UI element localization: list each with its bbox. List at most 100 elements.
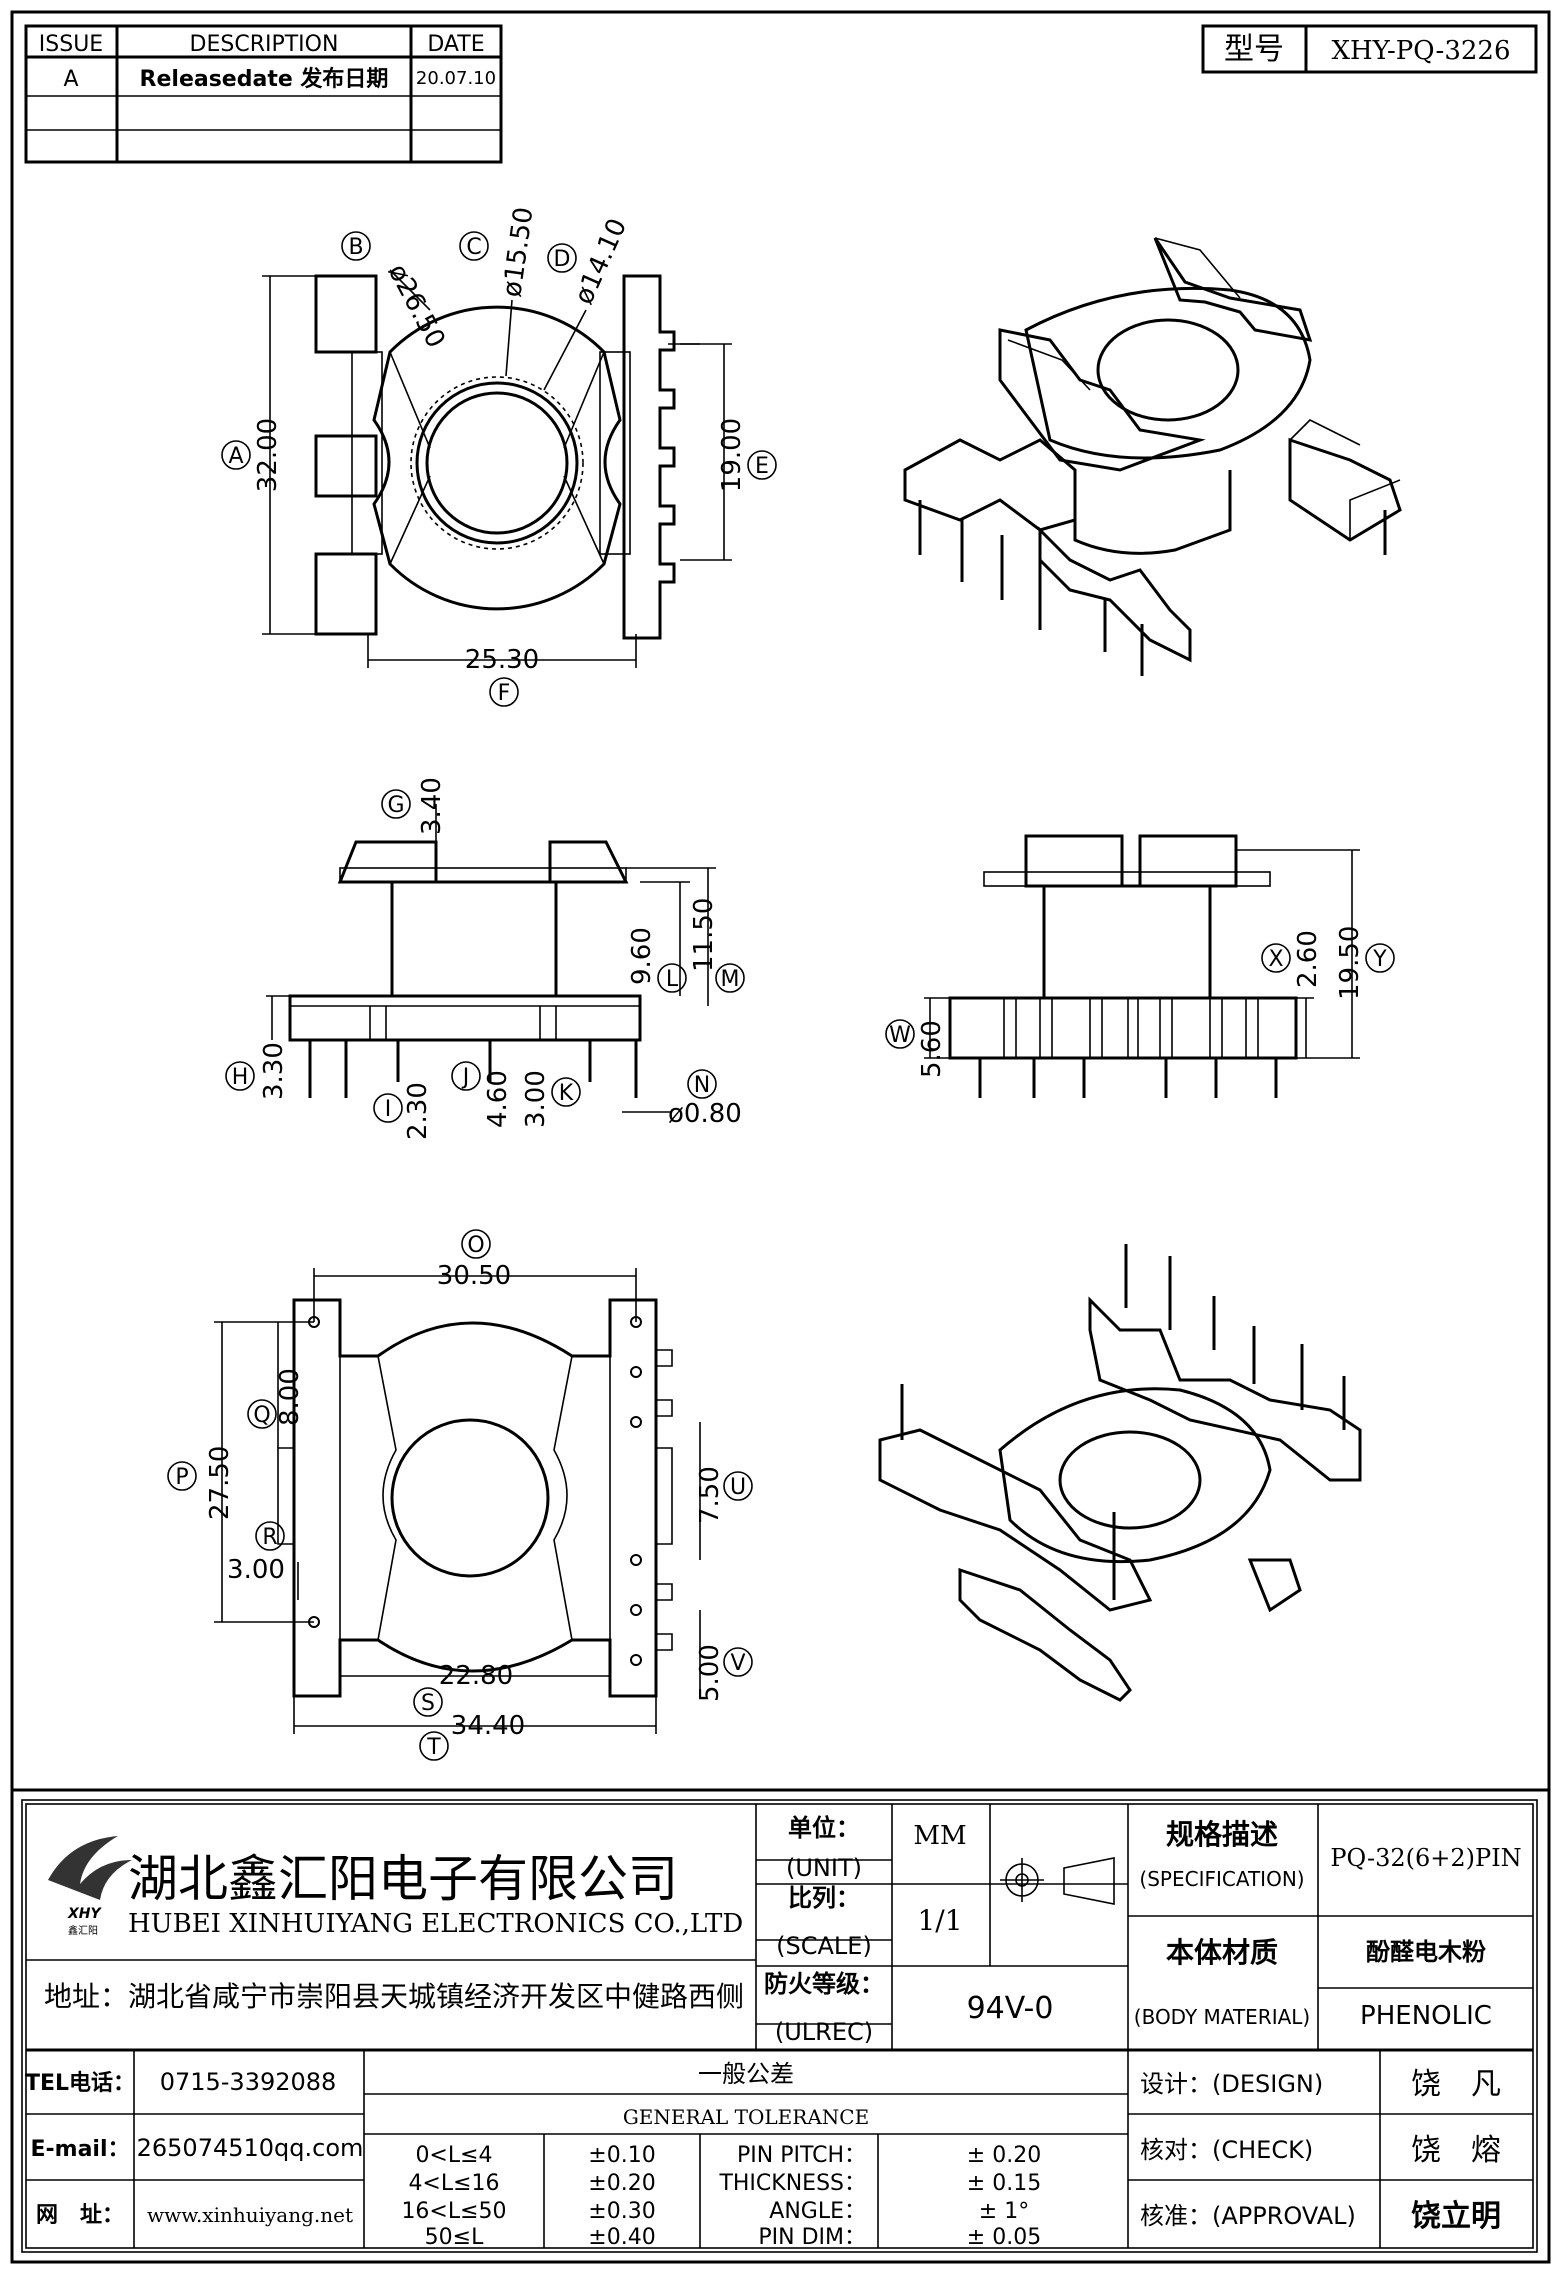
svg-text:B: B bbox=[348, 235, 363, 260]
email-value: 265074510qq.com bbox=[137, 2134, 364, 2162]
ulrec-label-en: (ULREC) bbox=[775, 2018, 873, 2046]
lower-grid bbox=[26, 2050, 1533, 2248]
approval-name-check: 饶 熔 bbox=[1411, 2133, 1501, 2168]
svg-text:Y: Y bbox=[1372, 947, 1387, 972]
revision-row-issue: A bbox=[63, 67, 78, 92]
dim-h-value: 3.30 bbox=[259, 1042, 289, 1100]
tolerance-specs: PIN PITCH： ± 0.20 THICKNESS： ± 0.15 ANGL… bbox=[718, 2143, 1041, 2250]
dim-o-value: 30.50 bbox=[437, 1261, 511, 1291]
dim-u-value: 7.50 bbox=[695, 1466, 725, 1524]
specification-value: PQ-32(6+2)PIN bbox=[1330, 1844, 1521, 1872]
revision-table: ISSUE DESCRIPTION DATE A Releasedate 发布日… bbox=[24, 24, 503, 164]
dim-k-value: 3.00 bbox=[521, 1070, 551, 1128]
tolerance-spec-value: ± 0.20 bbox=[967, 2143, 1041, 2168]
tel-label: TEL电话： bbox=[25, 2071, 135, 2096]
svg-text:H: H bbox=[232, 1065, 249, 1090]
unit-label-cn: 单位： bbox=[788, 1814, 860, 1842]
top-view-drawing bbox=[314, 274, 700, 640]
approval-label-design: 设计：(DESIGN) bbox=[1140, 2070, 1323, 2098]
top-view-dimensions: 32.00 A 19.00 E 25.30 F ø26.50 B ø15.50 … bbox=[221, 205, 777, 707]
company-address: 地址：湖北省咸宁市崇阳县天城镇经济开发区中健路西侧 bbox=[44, 1980, 744, 2013]
logo-text: XHY bbox=[67, 1906, 103, 1922]
front-view-dimensions: 2.60 X 19.50 Y 5.60 W bbox=[885, 849, 1395, 1078]
tolerance-range-value: ±0.10 bbox=[588, 2143, 655, 2168]
dim-c-value: ø15.50 bbox=[497, 205, 539, 299]
web-label: 网 址： bbox=[36, 2203, 124, 2228]
approval-name-design: 饶 凡 bbox=[1411, 2067, 1501, 2102]
specification-label-cn: 规格描述 bbox=[1166, 1818, 1278, 1851]
revision-header-description: DESCRIPTION bbox=[190, 32, 339, 57]
svg-text:T: T bbox=[426, 1735, 441, 1760]
side-view-drawing bbox=[288, 840, 642, 1098]
approval-label-check: 核对：(CHECK) bbox=[1140, 2136, 1313, 2164]
unit-label-en: (UNIT) bbox=[786, 1854, 862, 1882]
revision-header-date: DATE bbox=[427, 32, 484, 57]
tolerance-spec-name: THICKNESS： bbox=[718, 2171, 866, 2196]
front-view-drawing bbox=[948, 834, 1298, 1098]
side-view-dimensions: 3.40 G 9.60 L 11.50 M 3.30 H 2.30 I 4.60… bbox=[225, 777, 745, 1140]
tolerance-ranges: 0<L≤4 ±0.10 4<L≤16 ±0.20 16<L≤50 ±0.30 5… bbox=[401, 2143, 655, 2250]
svg-text:W: W bbox=[889, 1023, 911, 1048]
isometric-view-top bbox=[903, 237, 1402, 676]
isometric-view-bottom bbox=[878, 1244, 1362, 1702]
dim-e-value: 19.00 bbox=[717, 418, 747, 492]
tolerance-spec-name: ANGLE： bbox=[769, 2199, 866, 2224]
svg-text:S: S bbox=[421, 1691, 435, 1716]
company-name-cn: 湖北鑫汇阳电子有限公司 bbox=[128, 1850, 678, 1908]
dim-n-value: ø0.80 bbox=[668, 1099, 742, 1129]
svg-text:G: G bbox=[387, 793, 404, 818]
dim-i-value: 2.30 bbox=[403, 1082, 433, 1140]
approval-label-approval: 核准：(APPROVAL) bbox=[1140, 2202, 1356, 2230]
logo-sub-text: 鑫汇阳 bbox=[68, 1924, 98, 1937]
tolerance-spec-value: ± 0.15 bbox=[967, 2171, 1041, 2196]
dim-y-value: 19.50 bbox=[1335, 926, 1365, 1000]
ulrec-value: 94V-0 bbox=[967, 1991, 1054, 2026]
svg-text:N: N bbox=[694, 1073, 710, 1098]
drawing-border bbox=[10, 10, 1551, 2264]
model-value: XHY-PQ-3226 bbox=[1332, 36, 1511, 66]
tolerance-spec-value: ± 0.05 bbox=[967, 2225, 1041, 2250]
dim-x-value: 2.60 bbox=[1293, 930, 1323, 988]
svg-text:J: J bbox=[461, 1065, 470, 1090]
tel-value: 0715-3392088 bbox=[160, 2068, 337, 2096]
svg-text:D: D bbox=[554, 247, 571, 272]
bottom-view-dimensions: 30.50 O 8.00 Q 27.50 P 3.00 R 7.50 U 22.… bbox=[167, 1229, 753, 1761]
dim-l-value: 9.60 bbox=[627, 927, 657, 985]
title-block bbox=[12, 1788, 1549, 2253]
approvals: 设计：(DESIGN) 饶 凡 核对：(CHECK) 饶 熔 核准：(APPRO… bbox=[1140, 2067, 1501, 2234]
revision-row-description: Releasedate 发布日期 bbox=[140, 66, 389, 92]
web-value: www.xinhuiyang.net bbox=[147, 2203, 353, 2227]
tolerance-title-en: GENERAL TOLERANCE bbox=[623, 2105, 869, 2129]
svg-text:R: R bbox=[262, 1525, 277, 1550]
revision-row-date: 20.07.10 bbox=[416, 68, 496, 89]
dim-a-value: 32.00 bbox=[253, 418, 283, 492]
svg-text:A: A bbox=[228, 444, 243, 469]
specification-label-en: (SPECIFICATION) bbox=[1139, 1867, 1304, 1891]
ulrec-label-cn: 防火等级： bbox=[764, 1970, 884, 1998]
svg-text:C: C bbox=[466, 235, 481, 260]
company-logo: XHY 鑫汇阳 bbox=[48, 1836, 132, 1937]
tolerance-range-value: ±0.20 bbox=[588, 2171, 655, 2196]
tolerance-spec-name: PIN PITCH： bbox=[737, 2143, 866, 2168]
dim-g-value: 3.40 bbox=[417, 777, 447, 835]
scale-label-en: (SCALE) bbox=[776, 1932, 872, 1960]
tolerance-title-cn: 一般公差 bbox=[698, 2060, 794, 2088]
dim-s-value: 22.80 bbox=[439, 1661, 513, 1691]
svg-text:O: O bbox=[467, 1233, 484, 1258]
svg-text:P: P bbox=[175, 1465, 188, 1490]
approval-name-approval: 饶立明 bbox=[1411, 2199, 1501, 2234]
svg-text:V: V bbox=[730, 1651, 745, 1676]
tolerance-range: 16<L≤50 bbox=[401, 2199, 506, 2224]
dim-q-value: 8.00 bbox=[275, 1368, 305, 1426]
svg-text:I: I bbox=[385, 1097, 392, 1122]
dim-t-value: 34.40 bbox=[451, 1711, 525, 1741]
dim-r-value: 3.00 bbox=[227, 1555, 285, 1585]
body-material-label-en: (BODY MATERIAL) bbox=[1134, 2005, 1310, 2029]
unit-value: MM bbox=[913, 1821, 966, 1851]
dim-f-value: 25.30 bbox=[465, 645, 539, 675]
body-material-value-cn: 酚醛电木粉 bbox=[1366, 1938, 1486, 1966]
body-material-value-en: PHENOLIC bbox=[1360, 2001, 1492, 2031]
dim-w-value: 5.60 bbox=[917, 1020, 947, 1078]
svg-text:M: M bbox=[721, 967, 740, 992]
